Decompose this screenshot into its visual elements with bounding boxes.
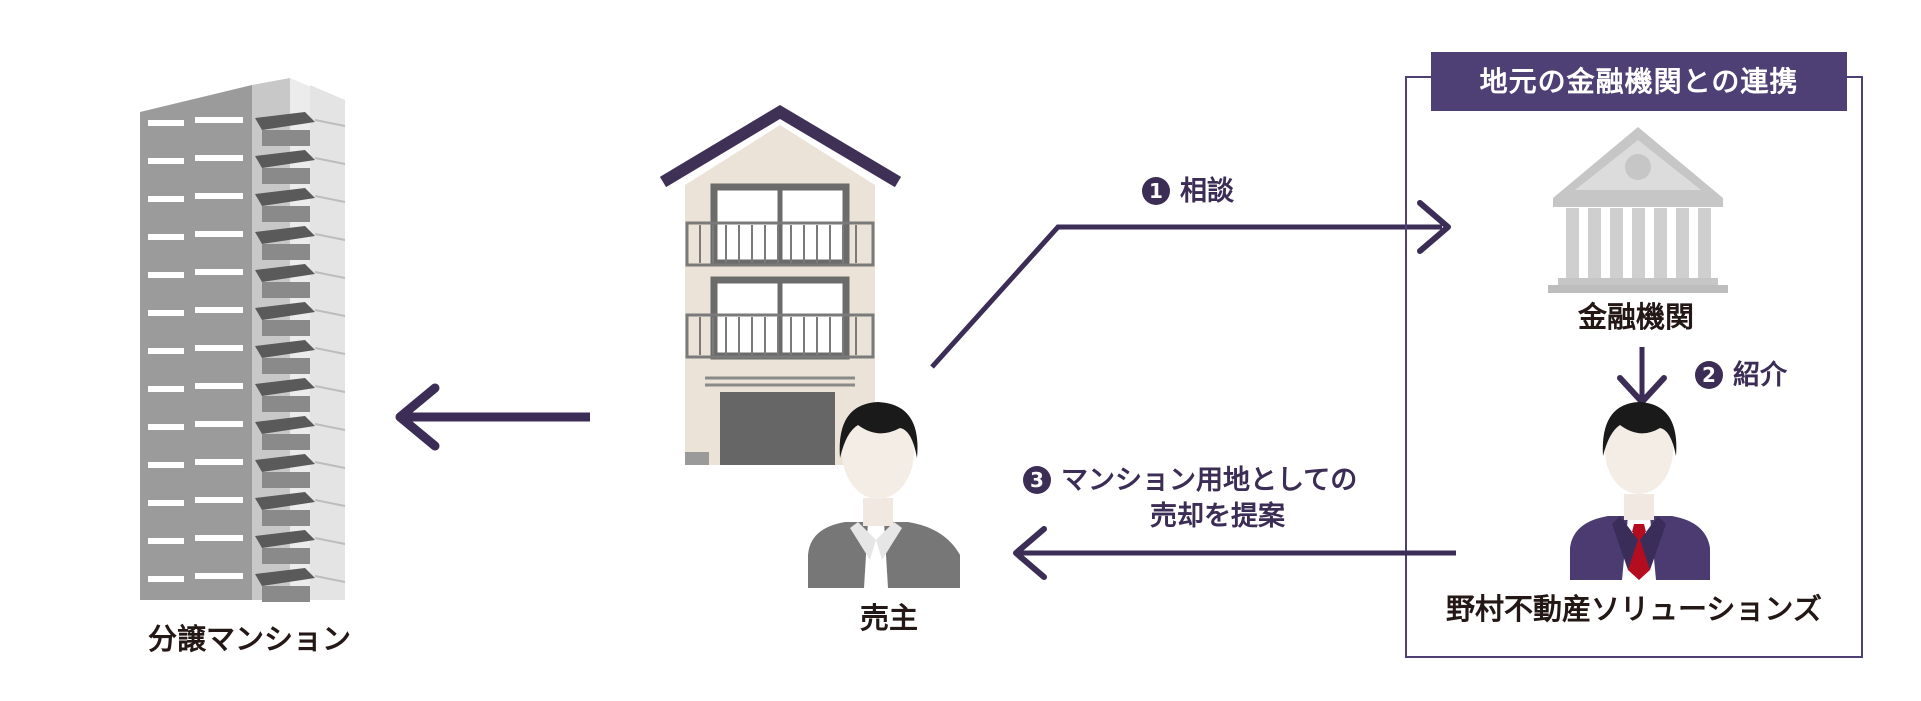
step-2-number: 2	[1695, 361, 1723, 389]
arrow-consultation	[930, 200, 1451, 369]
step-2-text: 紹介	[1733, 360, 1787, 391]
bank-label: 金融機関	[1578, 300, 1695, 334]
step-1-number: 1	[1142, 177, 1170, 205]
step-3-text-line2: 売却を提案	[1150, 501, 1285, 533]
bank-icon	[1548, 127, 1728, 293]
condo-tower-icon	[140, 78, 346, 602]
seller-person-icon	[808, 402, 960, 588]
house-icon	[659, 105, 902, 465]
step-3-label: 3 マンション用地としての 売却を提案	[1023, 463, 1357, 536]
arrow-to-condo	[395, 383, 590, 451]
step-1-label: 1 相談	[1142, 174, 1234, 210]
arrow-proposal	[1013, 526, 1456, 580]
company-label: 野村不動産ソリューションズ	[1446, 592, 1822, 626]
condo-label: 分譲マンション	[148, 622, 352, 656]
arrow-introduction	[1617, 347, 1667, 405]
company-person-icon	[1570, 402, 1710, 580]
step-3-number: 3	[1023, 466, 1051, 494]
partnership-title: 地元の金融機関との連携	[1431, 52, 1847, 111]
step-1-text: 相談	[1180, 176, 1234, 207]
seller-label: 売主	[860, 601, 919, 635]
step-3-text-line1: マンション用地としての	[1061, 465, 1358, 496]
step-2-label: 2 紹介	[1695, 358, 1787, 394]
